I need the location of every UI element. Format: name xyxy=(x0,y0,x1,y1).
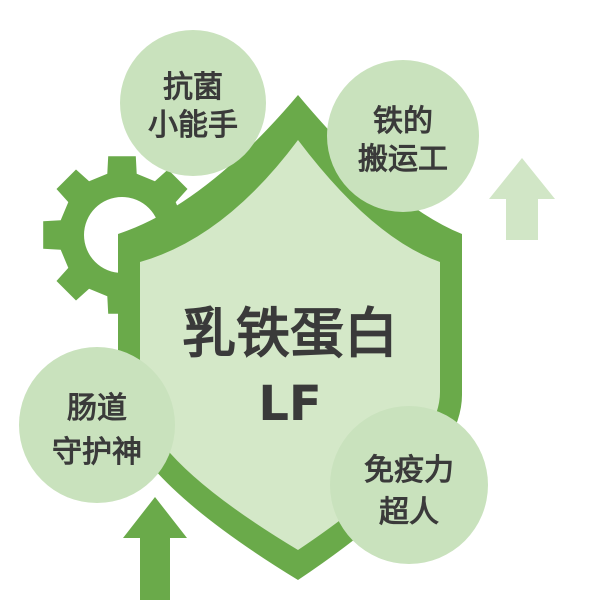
bubble-gut-guardian-line2: 守护神 xyxy=(52,435,142,470)
bubble-antibacterial: 抗菌 小能手 xyxy=(120,30,266,176)
up-arrow-dark xyxy=(123,497,187,600)
bubble-immunity: 免疫力 超人 xyxy=(330,406,488,564)
up-arrow-icon xyxy=(489,158,555,240)
up-arrow-light xyxy=(489,158,555,240)
bubble-immunity-line1: 免疫力 xyxy=(364,453,454,488)
bubble-antibacterial-line2: 小能手 xyxy=(148,108,238,143)
bubble-iron-carrier: 铁的 搬运工 xyxy=(327,60,479,212)
bubble-immunity-line2: 超人 xyxy=(379,495,439,530)
bubble-gut-guardian-line1: 肠道 xyxy=(67,391,127,426)
center-subtitle: LF xyxy=(258,376,321,432)
bubble-gut-guardian: 肠道 守护神 xyxy=(19,347,175,503)
bubble-antibacterial-line1: 抗菌 xyxy=(163,70,223,105)
up-arrow-icon xyxy=(123,497,187,600)
center-title: 乳铁蛋白 xyxy=(182,302,398,365)
bubble-iron-carrier-line2: 搬运工 xyxy=(358,142,448,177)
bubble-iron-carrier-line1: 铁的 xyxy=(373,104,433,139)
